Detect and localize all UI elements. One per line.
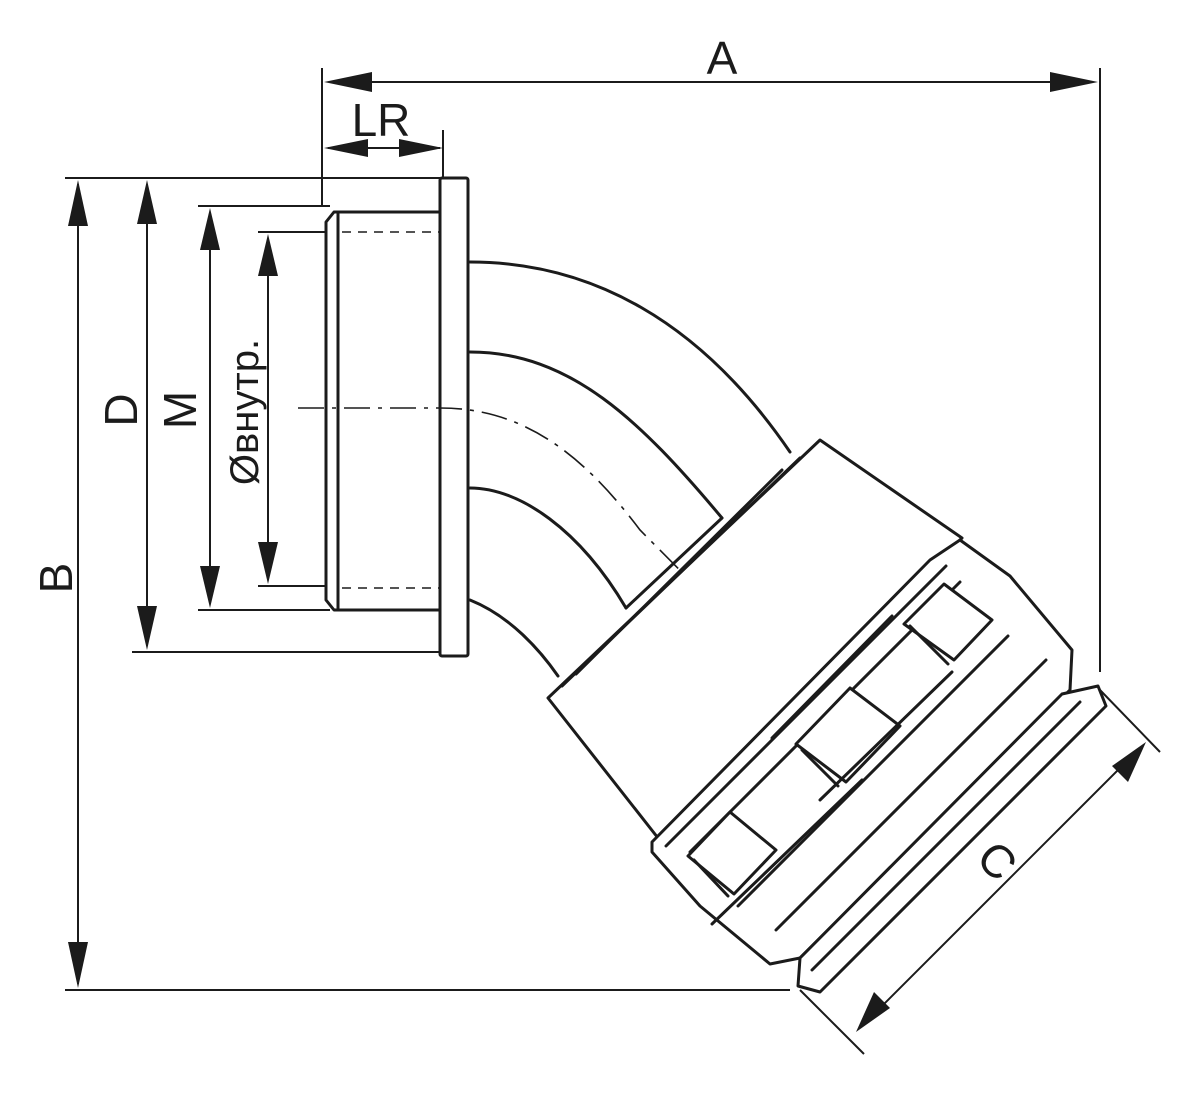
nut-facet-top-edge — [908, 624, 950, 666]
arrow-a-right — [1050, 72, 1098, 92]
nut-facet-middle-edge — [800, 748, 840, 788]
arrow-m-bottom — [200, 566, 220, 608]
nut-bevel-line — [664, 564, 948, 848]
elbow-inner-edge — [468, 598, 560, 678]
elbow-tube — [468, 260, 792, 678]
nut-inner-edge-3 — [710, 778, 864, 926]
arrow-d-top — [137, 180, 157, 224]
sleeve-tube-join — [624, 516, 724, 610]
elbow-upper-contour — [468, 350, 724, 520]
end-ring — [796, 684, 1108, 994]
end-ring-outline — [796, 684, 1108, 994]
arrow-b-bottom — [68, 942, 88, 988]
flange — [438, 176, 470, 658]
dimension-a: A — [321, 32, 1101, 672]
arrow-id-top — [258, 234, 278, 276]
label-m: M — [154, 391, 206, 429]
elbow-lower-contour — [468, 486, 628, 610]
arrow-lr-left — [324, 139, 368, 157]
label-c: C — [967, 831, 1027, 891]
elbow-outer-edge — [468, 260, 792, 454]
nut-facet-bottom-edge — [692, 858, 730, 898]
sleeve-ring-line-2 — [574, 468, 784, 676]
nut-facet-top — [902, 582, 994, 662]
dimension-b: B — [30, 177, 790, 991]
dimension-line-c — [861, 747, 1141, 1027]
dimension-d: D — [95, 180, 440, 653]
label-inner-diameter: Øвнутр. — [223, 339, 267, 485]
spigot-body — [324, 210, 442, 612]
extension-line-c-top — [1099, 689, 1161, 753]
label-d: D — [95, 393, 147, 426]
dimension-lr: LR — [324, 94, 444, 178]
label-a: A — [707, 32, 738, 84]
nut-facet-middle — [794, 686, 902, 784]
nut-inner-edge-1 — [770, 614, 894, 740]
arrow-d-bottom — [137, 606, 157, 650]
nut-inner-edge-2 — [818, 670, 954, 802]
nut-flat-line-2 — [736, 634, 1010, 908]
arrow-b-top — [68, 180, 88, 226]
hex-nut — [650, 538, 1074, 966]
dimension-inner-diameter: Øвнутр. — [223, 231, 330, 587]
arrow-id-bottom — [258, 542, 278, 584]
centerline — [298, 407, 961, 853]
extension-line-c-bottom — [799, 989, 865, 1055]
nut-facet-bottom — [686, 810, 778, 896]
union-body — [546, 438, 964, 840]
arrow-lr-right — [399, 139, 443, 157]
dimension-m: M — [154, 205, 330, 611]
label-lr: LR — [352, 94, 411, 146]
end-ring-line — [810, 700, 1082, 972]
arrow-a-left — [324, 72, 372, 92]
arrow-c-top — [1112, 742, 1146, 782]
threaded-spigot — [324, 210, 442, 612]
arrow-m-top — [200, 208, 220, 250]
arrow-c-bottom — [856, 992, 890, 1032]
label-b: B — [30, 563, 82, 594]
nut-flat-line-3 — [774, 658, 1048, 932]
